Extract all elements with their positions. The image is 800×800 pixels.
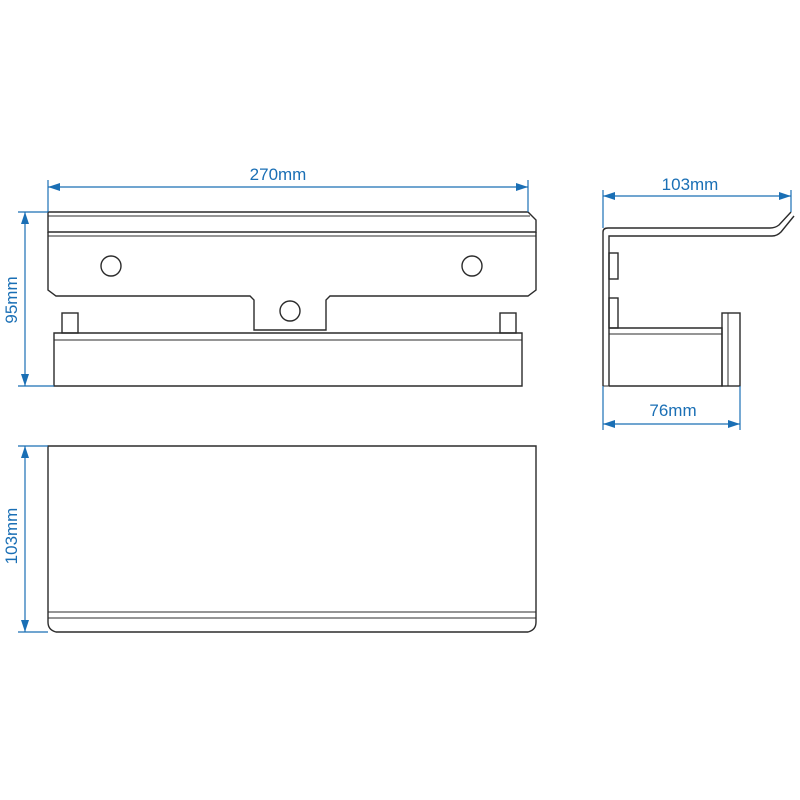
dim-front-height-arrow-bottom xyxy=(21,374,29,386)
side-tray-lip xyxy=(721,312,741,387)
front-clip-left xyxy=(61,312,79,334)
dim-side-bottom: 76mm xyxy=(602,386,741,430)
dim-side-top-arrow-right xyxy=(779,192,791,200)
dim-plan-depth-arrow-bottom xyxy=(21,620,29,632)
dim-front-width: 270mm xyxy=(47,165,529,212)
dim-side-bottom-label: 76mm xyxy=(649,401,696,420)
dim-front-width-arrow-left xyxy=(48,183,60,191)
dim-plan-depth-arrow-top xyxy=(21,446,29,458)
dim-side-top-label: 103mm xyxy=(662,175,719,194)
dim-side-top-arrow-left xyxy=(603,192,615,200)
front-clip-right xyxy=(499,312,517,334)
side-clip-lower xyxy=(608,297,619,329)
mount-hole-center xyxy=(279,300,301,322)
front-base-tray xyxy=(53,332,523,387)
dim-front-height-arrow-top xyxy=(21,212,29,224)
front-top-lip xyxy=(47,211,537,233)
side-view xyxy=(602,211,795,387)
dim-side-top: 103mm xyxy=(602,175,792,228)
side-tray xyxy=(609,327,723,387)
dim-side-bottom-arrow-left xyxy=(603,420,615,428)
dim-plan-depth: 103mm xyxy=(2,445,48,633)
dim-front-width-label: 270mm xyxy=(250,165,307,184)
dim-front-height-label: 95mm xyxy=(2,276,21,323)
dim-front-height: 95mm xyxy=(2,211,54,387)
mount-hole-left xyxy=(100,255,122,277)
dim-side-bottom-arrow-right xyxy=(728,420,740,428)
plan-view xyxy=(47,445,537,633)
plan-outline xyxy=(47,445,537,633)
front-bracket-plate xyxy=(47,232,537,331)
mount-hole-right xyxy=(461,255,483,277)
side-top-flange xyxy=(602,211,792,386)
side-clip-upper xyxy=(608,252,619,280)
dim-front-width-arrow-right xyxy=(516,183,528,191)
dim-plan-depth-label: 103mm xyxy=(2,508,21,565)
side-top-flange-inner xyxy=(608,215,795,386)
front-view xyxy=(47,211,537,387)
